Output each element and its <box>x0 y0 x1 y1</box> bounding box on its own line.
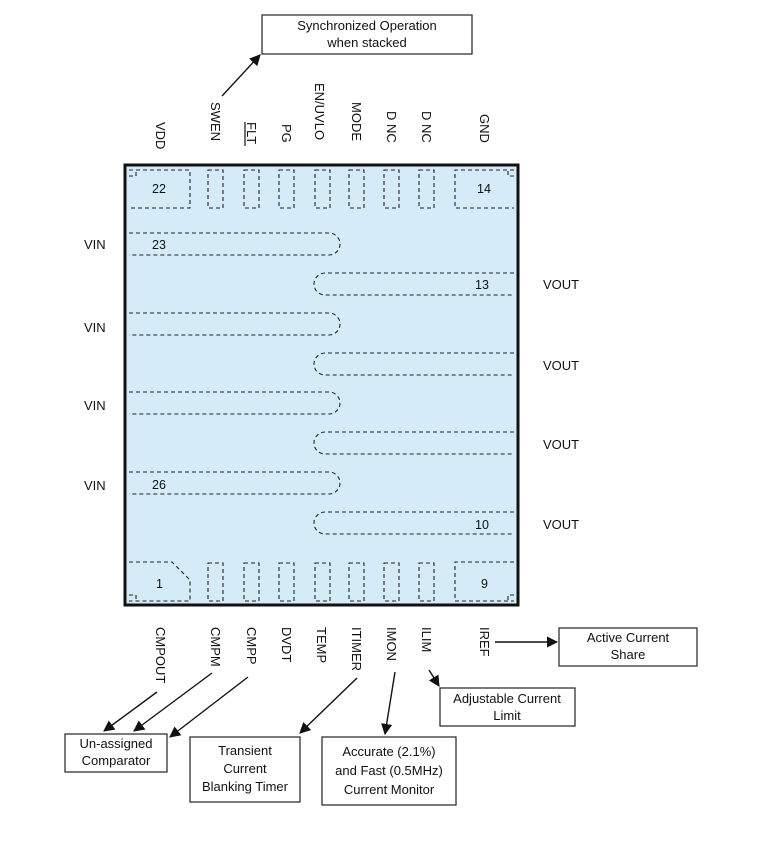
callout-ilim-box <box>439 687 576 727</box>
vin-finger-3 <box>129 391 341 415</box>
pad-top <box>278 169 295 209</box>
top-pin-labels: VDD SWEN FLT PG EN/UVLO MODE D NC D NC G… <box>153 83 492 149</box>
callout-sync-line: when stacked <box>326 35 407 50</box>
top-pin-label: D NC <box>419 111 434 143</box>
top-pin-label: SWEN <box>208 102 223 141</box>
pad-bottom <box>383 562 400 602</box>
cmpp-arrow <box>169 676 249 738</box>
bottom-pin-label: IMON <box>384 627 399 661</box>
vin-finger-4 <box>129 471 341 495</box>
callout-comparator-line: Un-assigned <box>80 736 153 751</box>
pad-bottom <box>207 562 224 602</box>
pin-number-13: 13 <box>475 278 489 292</box>
bottom-pin-label: DVDT <box>279 627 294 662</box>
cmpout-arrow <box>103 691 158 732</box>
pad-top <box>418 169 435 209</box>
callout-sync-box <box>261 14 473 55</box>
bottom-pin-labels: CMPOUT CMPM CMPP DVDT TEMP ITIMER IMON I… <box>153 627 492 683</box>
vin-finger-2 <box>129 312 341 336</box>
pad-22 <box>129 169 191 209</box>
ilim-arrow <box>428 669 440 687</box>
corner-mark-tr <box>507 170 514 177</box>
pad-bottom <box>418 562 435 602</box>
bottom-pin-label: CMPP <box>244 627 259 665</box>
pin-number-14: 14 <box>477 182 491 196</box>
callout-monitor-box <box>321 736 457 806</box>
package-body <box>123 163 520 607</box>
callout-ilim-line: Limit <box>493 708 521 723</box>
pad-top <box>207 169 224 209</box>
pad-top <box>348 169 365 209</box>
bottom-pin-label: ILIM <box>419 627 434 652</box>
vin-label: VIN <box>84 320 106 335</box>
callout-timer-line: Blanking Timer <box>202 779 289 794</box>
corner-mark-bl <box>129 594 137 601</box>
pad-bottom <box>243 562 260 602</box>
pin-number-9: 9 <box>481 577 488 591</box>
pad-1 <box>129 561 191 602</box>
bottom-pin-label: CMPOUT <box>153 627 168 683</box>
callout-monitor-line: and Fast (0.5MHz) <box>335 763 443 778</box>
vin-label: VIN <box>84 237 106 252</box>
vout-finger-1 <box>313 272 514 296</box>
callout-share-box <box>558 627 698 667</box>
vout-finger-3 <box>313 431 514 455</box>
pin-number-26: 26 <box>152 478 166 492</box>
itimer-arrow <box>299 677 358 734</box>
vout-label: VOUT <box>543 358 579 373</box>
cmpm-arrow <box>133 672 213 732</box>
corner-mark-br <box>507 594 514 601</box>
bottom-pin-label: IREF <box>477 627 492 657</box>
callout-monitor-line: Accurate (2.1%) <box>342 744 435 759</box>
top-pin-label: PG <box>279 124 294 143</box>
pad-bottom <box>348 562 365 602</box>
vout-finger-4 <box>313 511 514 535</box>
pad-top <box>243 169 260 209</box>
callout-share-line: Share <box>611 647 646 662</box>
callout-timer-line: Transient <box>218 743 272 758</box>
callout-ilim-line: Adjustable Current <box>453 691 561 706</box>
pin-number-23: 23 <box>152 238 166 252</box>
pin-number-22: 22 <box>152 182 166 196</box>
callout-comparator-line: Comparator <box>82 753 151 768</box>
pad-top <box>383 169 400 209</box>
vout-label: VOUT <box>543 437 579 452</box>
bottom-pin-label: CMPM <box>208 627 223 667</box>
vin-label: VIN <box>84 398 106 413</box>
imon-arrow <box>381 671 396 736</box>
top-pin-label: GND <box>477 114 492 143</box>
top-small-pads <box>207 169 435 209</box>
callout-comparator-box <box>64 733 168 773</box>
bottom-pin-label: TEMP <box>314 627 329 663</box>
vout-finger-2 <box>313 352 514 376</box>
callout-timer-line: Current <box>223 761 267 776</box>
vin-finger-1 <box>129 232 341 256</box>
pad-bottom <box>314 562 331 602</box>
sync-arrow <box>221 54 261 97</box>
pad-top <box>314 169 331 209</box>
callout-timer-box <box>189 736 301 803</box>
top-pin-label-flt: FLT <box>244 122 259 144</box>
pin-number-10: 10 <box>475 518 489 532</box>
pin-number-1: 1 <box>156 577 163 591</box>
top-pin-label: D NC <box>384 111 399 143</box>
callout-sync-line: Synchronized Operation <box>297 18 436 33</box>
callout-share-line: Active Current <box>587 630 670 645</box>
bottom-pin-label: ITIMER <box>349 627 364 671</box>
pad-14 <box>454 169 514 209</box>
vin-label: VIN <box>84 478 106 493</box>
pad-bottom <box>278 562 295 602</box>
vout-label: VOUT <box>543 517 579 532</box>
top-pin-label: VDD <box>153 122 168 149</box>
bottom-small-pads <box>207 562 435 602</box>
vout-label: VOUT <box>543 277 579 292</box>
top-pin-label: MODE <box>349 102 364 141</box>
top-pin-label: EN/UVLO <box>312 83 327 140</box>
pad-9 <box>454 561 514 602</box>
callout-monitor-line: Current Monitor <box>344 782 435 797</box>
corner-mark-tl <box>129 170 137 177</box>
